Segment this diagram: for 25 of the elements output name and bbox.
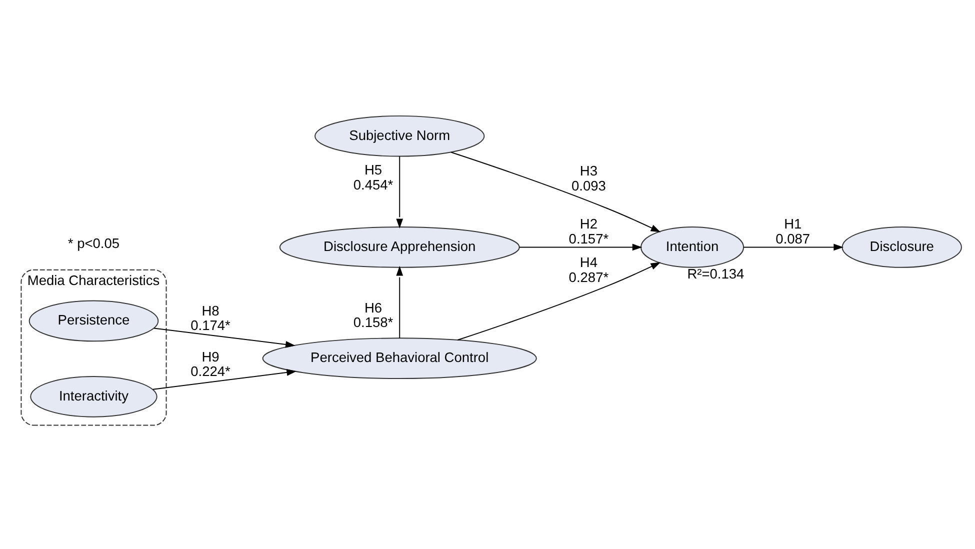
arrow xyxy=(457,262,661,341)
arrow xyxy=(396,156,404,229)
label: * p<0.05 xyxy=(68,236,120,251)
arrow xyxy=(154,328,296,348)
edge-label: H9 0.224* xyxy=(190,349,230,380)
edge-label: H5 0.454* xyxy=(353,162,394,192)
edge-label: H1 0.087 xyxy=(776,216,810,246)
edge-label: H6 0.158* xyxy=(353,300,394,330)
node-label: R²=0.134 xyxy=(687,266,744,282)
arrow xyxy=(152,369,297,390)
arrow xyxy=(396,266,404,339)
node-ellipse: Perceived Behavioral Control xyxy=(262,338,537,379)
edge-label: H8 0.174* xyxy=(190,303,230,334)
node-ellipse: Interactivity xyxy=(30,376,158,418)
node-ellipse: Intention xyxy=(640,226,744,268)
edge-label: H2 0.157* xyxy=(568,216,609,246)
arrow xyxy=(450,152,661,232)
node-ellipse: Persistence xyxy=(28,300,159,342)
node-ellipse: Disclosure Apprehension xyxy=(279,226,520,268)
node-ellipse: Disclosure xyxy=(842,226,962,268)
node-ellipse: Subjective Norm xyxy=(314,115,485,157)
edge-label: H3 0.093 xyxy=(571,164,606,194)
arrow xyxy=(743,244,844,251)
arrow xyxy=(518,244,642,251)
edge-label: H4 0.287* xyxy=(568,255,609,285)
